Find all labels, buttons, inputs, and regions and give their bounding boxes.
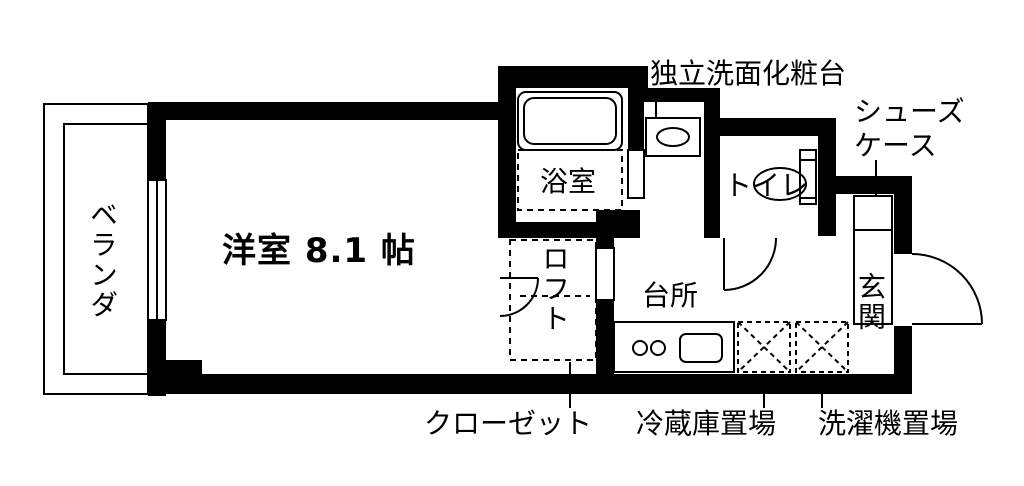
veranda-label: ベランダ (86, 200, 119, 320)
entrance-label: 玄関 (854, 272, 887, 332)
windows (147, 149, 817, 321)
kitchen-counter (613, 321, 735, 373)
toilet-fixture (753, 159, 817, 205)
vanity-callout: 独立洗面化粧台 (650, 57, 847, 90)
western-room-label: 洋室 8.1 帖 (222, 231, 416, 271)
toilet-label: トイレ (724, 169, 809, 202)
shoe-case-callout-line1: シューズ (854, 95, 965, 128)
shoe-case (853, 195, 893, 325)
washer-space-callout: 洗濯機置場 (818, 407, 959, 440)
closet (509, 239, 597, 361)
closet-callout: クローゼット (424, 407, 593, 440)
vanity-sink (645, 117, 701, 157)
leader-lines (569, 92, 877, 408)
appliance-spaces (737, 321, 849, 373)
loft-label: ロフト (538, 244, 571, 334)
fridge-space-callout: 冷蔵庫置場 (636, 407, 777, 440)
bathtub (517, 91, 623, 211)
bathroom-label: 浴室 (540, 165, 597, 198)
doors (499, 237, 983, 325)
shoe-case-callout-line2: ケース (854, 129, 937, 162)
kitchen-label: 台所 (642, 279, 699, 312)
